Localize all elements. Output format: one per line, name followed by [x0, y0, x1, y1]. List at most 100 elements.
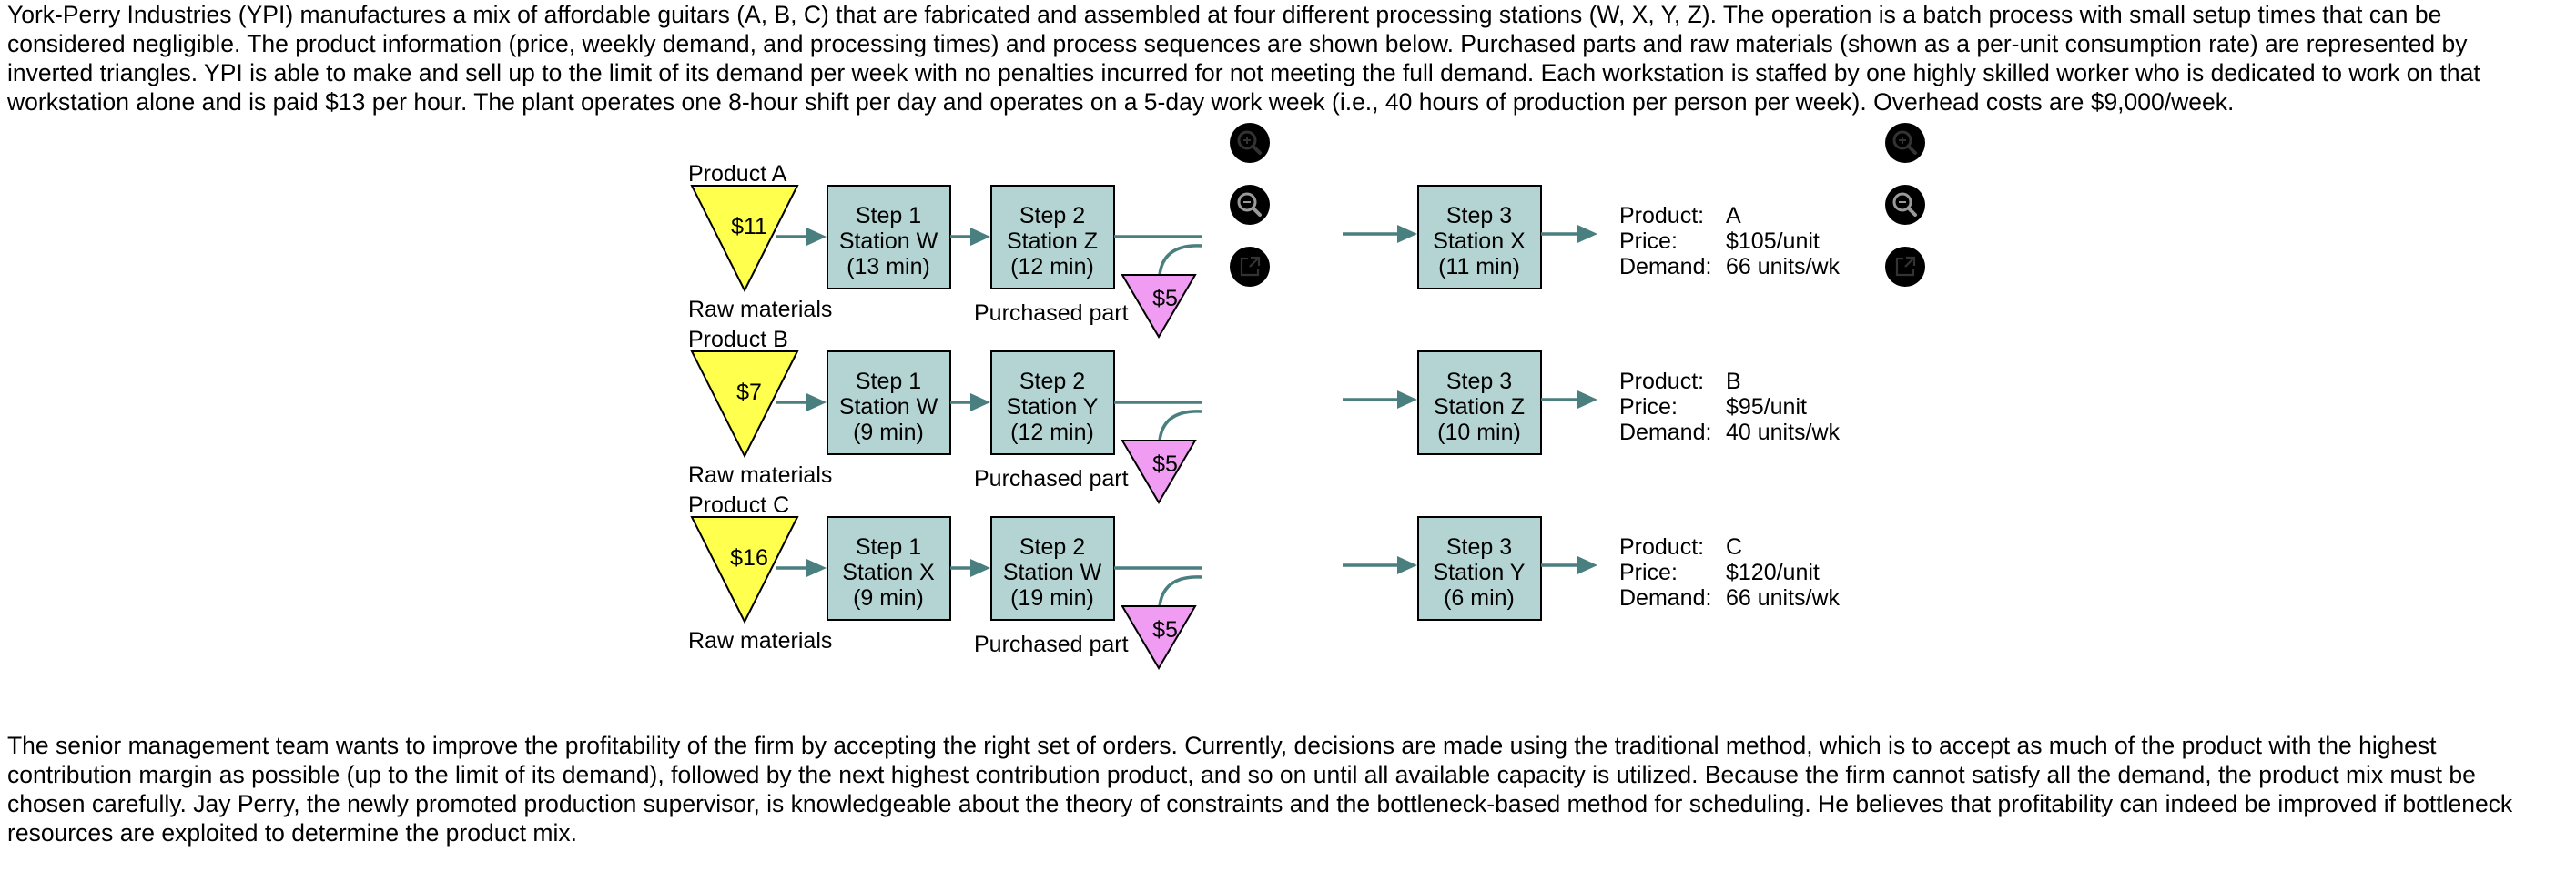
- raw-materials-label: Raw materials: [688, 297, 832, 322]
- process-row-b: Product B $7 Raw materials Step 1 Statio…: [688, 327, 1841, 504]
- step3-time: (11 min): [1438, 254, 1520, 279]
- flow-arrow: [1397, 556, 1417, 574]
- flow-arrow: [806, 393, 827, 411]
- popout-icon[interactable]: [1228, 245, 1272, 289]
- toolbar-right: [1883, 121, 1927, 289]
- info-price-key: Price:: [1619, 228, 1678, 254]
- problem-intro-text: York-Perry Industries (YPI) manufactures…: [7, 1, 2480, 116]
- raw-material-cost: $16: [730, 545, 768, 571]
- info-demand-key: Demand:: [1619, 420, 1711, 445]
- product-header: Product B: [688, 327, 788, 352]
- product-header: Product A: [688, 161, 787, 187]
- flow-arrow: [806, 228, 827, 246]
- step3-time: (6 min): [1444, 585, 1515, 611]
- info-product-key: Product:: [1619, 203, 1704, 228]
- raw-material-cost: $7: [736, 380, 762, 405]
- product-header: Product C: [688, 492, 789, 518]
- info-demand-value: 66 units/wk: [1726, 585, 1841, 611]
- popout-icon[interactable]: [1883, 245, 1927, 289]
- step2-step: Step 2: [1019, 534, 1085, 560]
- step2-time: (12 min): [1010, 254, 1094, 279]
- info-demand-key: Demand:: [1619, 585, 1711, 611]
- step1-step: Step 1: [856, 203, 921, 228]
- step3-time: (10 min): [1437, 420, 1521, 445]
- step3-step: Step 3: [1446, 534, 1512, 560]
- step1-box: [827, 516, 951, 621]
- info-price-value: $95/unit: [1726, 394, 1807, 420]
- step2-box: [990, 185, 1115, 289]
- step1-station: Station W: [839, 394, 938, 420]
- flow-arrow: [1577, 556, 1597, 574]
- process-row-c: Product C $16 Raw materials Step 1 Stati…: [688, 492, 1841, 670]
- flow-arrow: [1577, 225, 1597, 243]
- step3-box: [1417, 185, 1542, 289]
- raw-material-cost: $11: [731, 214, 767, 239]
- raw-material-triangle: [690, 350, 799, 459]
- raw-materials-label: Raw materials: [688, 628, 832, 654]
- zoom-out-icon[interactable]: [1883, 183, 1927, 227]
- info-price-value: $105/unit: [1726, 228, 1820, 254]
- step1-step: Step 1: [856, 534, 921, 560]
- step1-box: [827, 350, 951, 455]
- step2-station: Station Y: [1006, 394, 1098, 420]
- process-row-a: Product A $11 Raw materials Step 1 Stati…: [688, 161, 1841, 339]
- step3-station: Station Y: [1433, 560, 1525, 585]
- toolbar-left: [1228, 121, 1272, 289]
- info-demand-value: 66 units/wk: [1726, 254, 1841, 279]
- zoom-in-icon[interactable]: [1228, 121, 1272, 165]
- raw-materials-label: Raw materials: [688, 462, 832, 488]
- raw-material-triangle: [690, 185, 799, 293]
- purchased-part-label: Purchased part: [974, 632, 1129, 657]
- step1-box: [827, 185, 951, 289]
- step3-box: [1417, 516, 1542, 621]
- flow-arrow: [970, 393, 990, 411]
- step2-step: Step 2: [1019, 369, 1085, 394]
- step3-station: Station X: [1433, 228, 1526, 254]
- step2-box: [990, 516, 1115, 621]
- step1-step: Step 1: [856, 369, 921, 394]
- step2-step: Step 2: [1019, 203, 1085, 228]
- problem-outro-text: The senior management team wants to impr…: [7, 732, 2513, 847]
- step2-time: (12 min): [1010, 420, 1094, 445]
- step1-time: (9 min): [853, 585, 924, 611]
- zoom-out-icon[interactable]: [1228, 183, 1272, 227]
- flow-arrow: [970, 228, 990, 246]
- step1-station: Station X: [842, 560, 935, 585]
- info-demand-key: Demand:: [1619, 254, 1711, 279]
- purchased-part-cost: $5: [1152, 617, 1178, 643]
- purchased-part-triangle: [1121, 440, 1197, 504]
- step2-time: (19 min): [1010, 585, 1094, 611]
- info-price-key: Price:: [1619, 394, 1678, 420]
- info-product-value: C: [1726, 534, 1742, 560]
- step1-time: (9 min): [853, 420, 924, 445]
- flow-arrow: [1397, 225, 1417, 243]
- flow-arrow: [806, 559, 827, 577]
- purchased-part-cost: $5: [1152, 286, 1178, 311]
- flow-arrow: [1577, 390, 1597, 409]
- purchased-part-triangle: [1121, 605, 1197, 670]
- step2-station: Station Z: [1007, 228, 1098, 254]
- purchased-part-cost: $5: [1152, 451, 1178, 477]
- step2-station: Station W: [1003, 560, 1102, 585]
- info-price-value: $120/unit: [1726, 560, 1820, 585]
- step3-step: Step 3: [1446, 369, 1512, 394]
- purchased-part-label: Purchased part: [974, 466, 1129, 492]
- step2-box: [990, 350, 1115, 455]
- info-product-key: Product:: [1619, 369, 1704, 394]
- step3-box: [1417, 350, 1542, 455]
- purchased-part-label: Purchased part: [974, 300, 1129, 326]
- step3-step: Step 3: [1446, 203, 1512, 228]
- flow-arrow: [1397, 390, 1417, 409]
- step1-station: Station W: [839, 228, 938, 254]
- info-product-value: B: [1726, 369, 1741, 394]
- step3-station: Station Z: [1434, 394, 1525, 420]
- info-price-key: Price:: [1619, 560, 1678, 585]
- zoom-in-icon[interactable]: [1883, 121, 1927, 165]
- info-demand-value: 40 units/wk: [1726, 420, 1841, 445]
- flow-arrow: [970, 559, 990, 577]
- step1-time: (13 min): [847, 254, 930, 279]
- purchased-part-triangle: [1121, 274, 1197, 339]
- info-product-key: Product:: [1619, 534, 1704, 560]
- raw-material-triangle: [690, 516, 799, 624]
